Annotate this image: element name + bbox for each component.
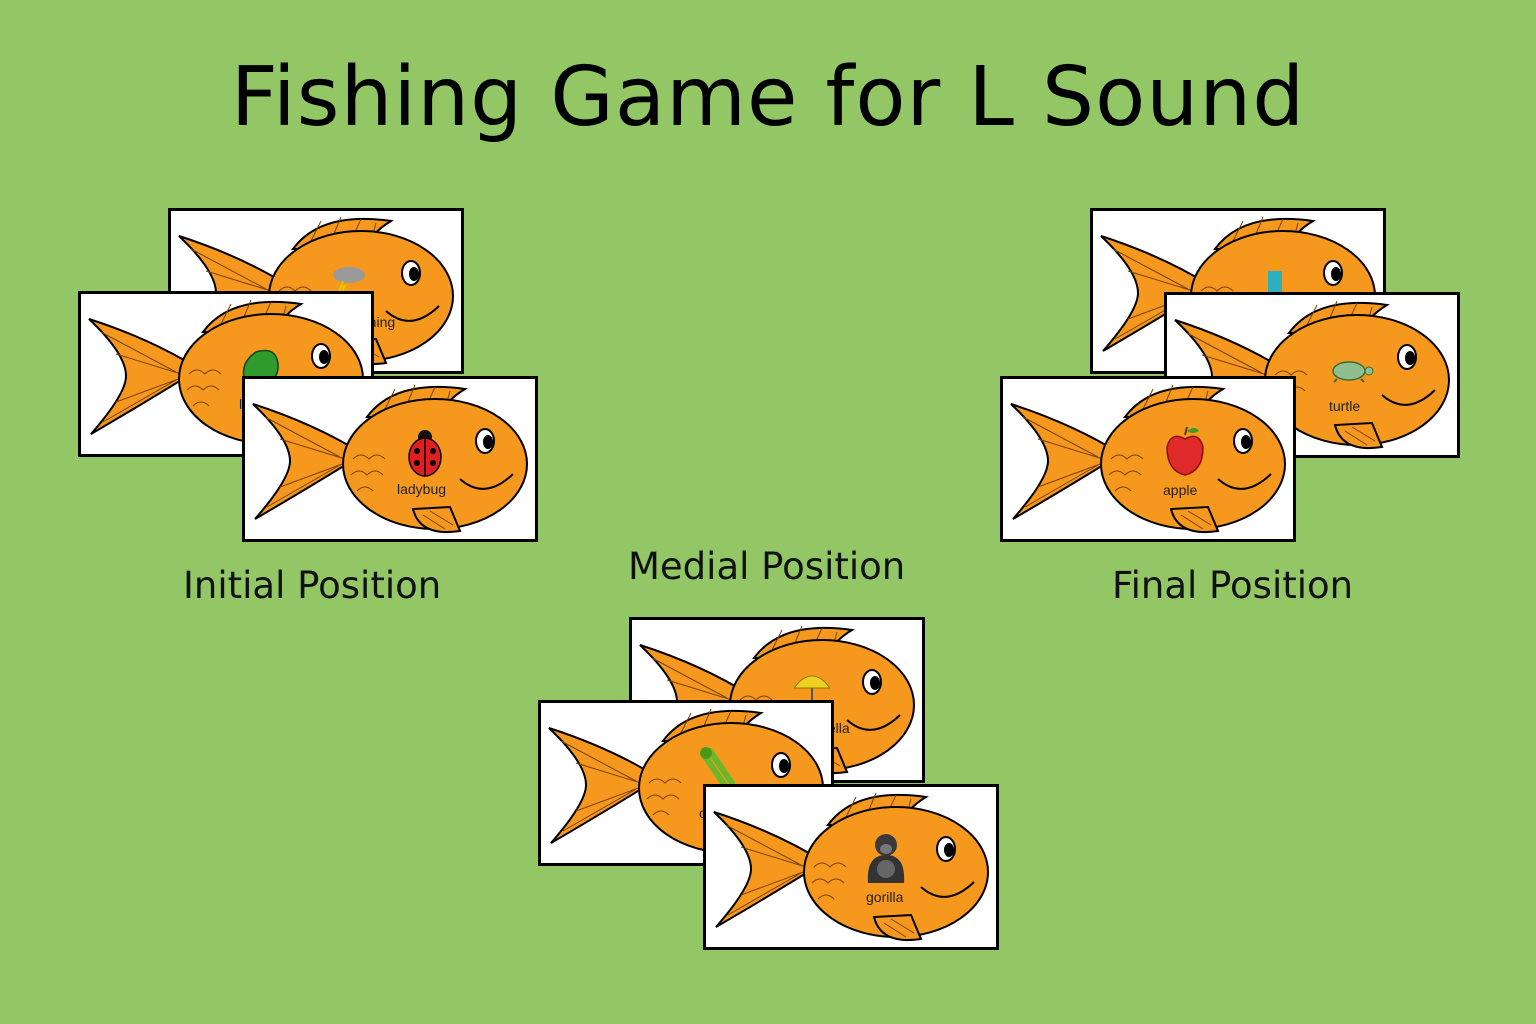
medial-position-label: Medial Position xyxy=(628,545,906,588)
ladybug-icon xyxy=(408,430,442,477)
initial-position-label: Initial Position xyxy=(183,564,442,607)
fish-icon xyxy=(706,787,996,947)
page-title: Fishing Game for L Sound xyxy=(230,50,1306,145)
gorilla-icon xyxy=(867,834,905,883)
fish-icon xyxy=(245,379,535,539)
card-word: gorilla xyxy=(866,889,904,905)
card-word: apple xyxy=(1163,482,1198,498)
fish-card[interactable]: apple xyxy=(1000,376,1296,542)
card-word: turtle xyxy=(1329,398,1361,414)
storm-cloud-icon xyxy=(333,267,365,293)
candle-icon xyxy=(1268,257,1282,293)
fish-card[interactable]: ladybug xyxy=(242,376,538,542)
card-word: ladybug xyxy=(397,481,447,497)
apple-icon xyxy=(1166,426,1204,476)
fish-card[interactable]: gorilla xyxy=(703,784,999,950)
celery-icon xyxy=(700,747,735,790)
fish-icon xyxy=(1003,379,1293,539)
final-position-label: Final Position xyxy=(1112,564,1354,607)
turtle-icon xyxy=(1332,361,1374,383)
umbrella-icon xyxy=(792,675,832,704)
